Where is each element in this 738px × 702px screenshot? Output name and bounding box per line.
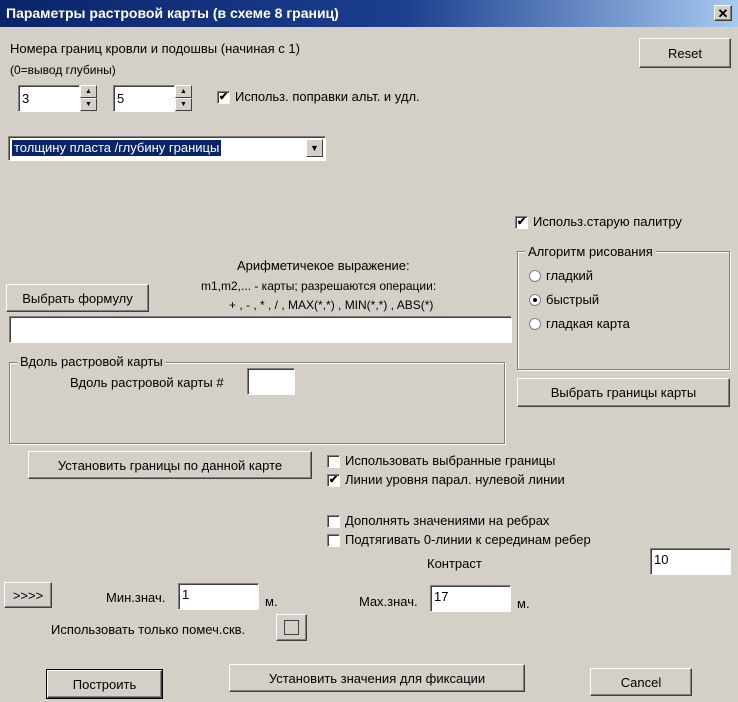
- choose-formula-button[interactable]: Выбрать формулу: [6, 284, 149, 312]
- bottom-boundary-input[interactable]: 5: [113, 85, 175, 112]
- contrast-input[interactable]: 10: [650, 548, 731, 575]
- close-button[interactable]: ✕: [714, 5, 732, 21]
- expression-help-1: m1,m2,... - карты; разрешаются операции:: [201, 279, 437, 293]
- boundaries-label: Номера границ кровли и подошвы (начиная …: [10, 41, 300, 56]
- max-label: Max.знач.: [359, 594, 418, 609]
- radio-smooth-map[interactable]: [529, 318, 541, 330]
- spin-up-icon[interactable]: ▲: [175, 85, 192, 98]
- only-marked-toggle[interactable]: [276, 614, 307, 641]
- use-selected-bounds-label: Использовать выбранные границы: [345, 453, 556, 468]
- alt-corrections-checkbox[interactable]: ✔: [217, 91, 230, 104]
- contour-parallel-checkbox[interactable]: ✔: [327, 474, 340, 487]
- spin-up-icon[interactable]: ▲: [80, 85, 97, 98]
- contour-parallel-label: Линии уровня парал. нулевой линии: [345, 472, 565, 487]
- boundaries-hint: (0=вывод глубины): [10, 63, 116, 77]
- choose-map-bounds-button[interactable]: Выбрать границы карты: [517, 378, 730, 407]
- along-map-input[interactable]: [247, 368, 295, 395]
- radio-smooth-map-label: гладкая карта: [546, 316, 630, 331]
- radio-fast-label: быстрый: [546, 292, 600, 307]
- cancel-button[interactable]: Cancel: [590, 668, 692, 696]
- old-palette-checkbox[interactable]: ✔: [515, 216, 528, 229]
- min-unit: м.: [265, 594, 278, 609]
- mode-select[interactable]: толщину пласта /глубину границы ▼: [8, 136, 326, 161]
- along-map-label: Вдоль растровой карты #: [70, 375, 224, 390]
- only-marked-label: Использовать только помеч.скв.: [51, 622, 246, 637]
- square-icon: [284, 620, 299, 635]
- old-palette-label: Использ.старую палитру: [533, 214, 682, 229]
- max-unit: м.: [517, 596, 530, 611]
- more-button[interactable]: >>>>: [4, 582, 52, 608]
- contrast-label: Контраст: [427, 556, 482, 571]
- bottom-boundary-spinner[interactable]: ▲ ▼: [175, 85, 192, 111]
- max-input[interactable]: 17: [430, 585, 511, 612]
- along-map-group: [9, 362, 505, 444]
- set-fix-values-button[interactable]: Установить значения для фиксации: [229, 664, 525, 692]
- title-bar: Параметры растровой карты (в схеме 8 гра…: [0, 0, 738, 27]
- radio-fast[interactable]: [529, 294, 541, 306]
- set-bounds-button[interactable]: Установить границы по данной карте: [28, 451, 312, 479]
- mode-select-value: толщину пласта /глубину границы: [12, 140, 222, 156]
- zero-lines-label: Подтягивать 0-линии к серединам ребер: [345, 532, 591, 547]
- zero-lines-checkbox[interactable]: [327, 534, 340, 547]
- algorithm-legend: Алгоритм рисования: [525, 244, 656, 259]
- expression-help-2: + , - , * , / , MAX(*,*) , MIN(*,*) , AB…: [229, 298, 434, 312]
- window-title: Параметры растровой карты (в схеме 8 гра…: [6, 5, 339, 21]
- use-selected-bounds-checkbox[interactable]: [327, 455, 340, 468]
- radio-smooth-label: гладкий: [546, 268, 594, 283]
- spin-down-icon[interactable]: ▼: [80, 98, 97, 111]
- top-boundary-input[interactable]: 3: [18, 85, 80, 112]
- expression-input[interactable]: [9, 316, 512, 343]
- spin-down-icon[interactable]: ▼: [175, 98, 192, 111]
- edge-values-label: Дополнять значениями на ребрах: [345, 513, 550, 528]
- edge-values-checkbox[interactable]: [327, 515, 340, 528]
- top-boundary-spinner[interactable]: ▲ ▼: [80, 85, 97, 111]
- build-button[interactable]: Построить: [46, 669, 163, 699]
- radio-smooth[interactable]: [529, 270, 541, 282]
- alt-corrections-label: Использ. поправки альт. и удл.: [235, 89, 420, 104]
- along-map-legend: Вдоль растровой карты: [17, 354, 166, 369]
- reset-button[interactable]: Reset: [639, 38, 731, 68]
- expression-title: Арифметичекое выражение:: [237, 258, 410, 273]
- min-input[interactable]: 1: [178, 583, 259, 610]
- chevron-down-icon[interactable]: ▼: [306, 139, 323, 157]
- min-label: Мин.знач.: [106, 590, 166, 605]
